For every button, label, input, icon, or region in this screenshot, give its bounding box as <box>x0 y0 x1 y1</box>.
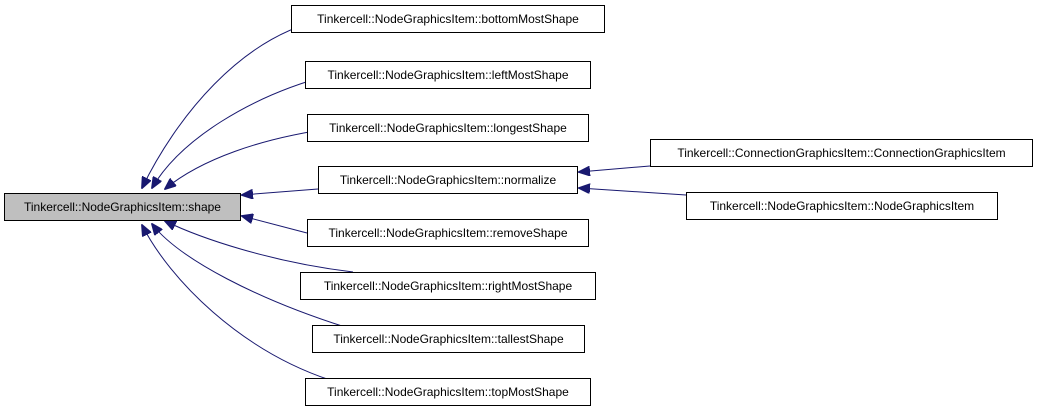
node-shape: Tinkercell::NodeGraphicsItem::shape <box>4 193 241 221</box>
edge-remove-shape-to-shape <box>242 216 308 234</box>
node-longest-shape[interactable]: Tinkercell::NodeGraphicsItem::longestSha… <box>307 114 589 142</box>
node-shape-label: Tinkercell::NodeGraphicsItem::shape <box>24 200 221 214</box>
node-bottom-most-shape[interactable]: Tinkercell::NodeGraphicsItem::bottomMost… <box>291 5 605 33</box>
node-top-most-shape[interactable]: Tinkercell::NodeGraphicsItem::topMostSha… <box>305 378 591 406</box>
edge-connection-ctor-to-normalize <box>579 165 651 172</box>
node-tallest-shape-label: Tinkercell::NodeGraphicsItem::tallestSha… <box>333 332 564 346</box>
node-node-graphics-item-ctor-label: Tinkercell::NodeGraphicsItem::NodeGraphi… <box>709 199 975 213</box>
node-longest-shape-label: Tinkercell::NodeGraphicsItem::longestSha… <box>329 121 567 135</box>
edge-normalize-to-shape <box>242 188 319 195</box>
edge-node-ctor-to-normalize <box>579 188 687 196</box>
node-left-most-shape[interactable]: Tinkercell::NodeGraphicsItem::leftMostSh… <box>305 61 591 89</box>
edge-tallest-shape-to-shape <box>152 224 346 328</box>
node-bottom-most-shape-label: Tinkercell::NodeGraphicsItem::bottomMost… <box>317 12 579 26</box>
node-connection-graphics-item-ctor-label: Tinkercell::ConnectionGraphicsItem::Conn… <box>677 146 1006 160</box>
node-left-most-shape-label: Tinkercell::NodeGraphicsItem::leftMostSh… <box>327 68 569 82</box>
node-top-most-shape-label: Tinkercell::NodeGraphicsItem::topMostSha… <box>327 385 569 399</box>
edge-right-most-shape-to-shape <box>165 221 354 273</box>
edge-left-most-shape-to-shape <box>152 74 331 188</box>
node-node-graphics-item-ctor[interactable]: Tinkercell::NodeGraphicsItem::NodeGraphi… <box>686 192 998 220</box>
node-right-most-shape-label: Tinkercell::NodeGraphicsItem::rightMostS… <box>323 279 573 293</box>
node-normalize[interactable]: Tinkercell::NodeGraphicsItem::normalize <box>318 166 578 194</box>
node-remove-shape-label: Tinkercell::NodeGraphicsItem::removeShap… <box>328 226 568 240</box>
node-remove-shape[interactable]: Tinkercell::NodeGraphicsItem::removeShap… <box>307 219 589 247</box>
node-normalize-label: Tinkercell::NodeGraphicsItem::normalize <box>339 173 557 187</box>
node-tallest-shape[interactable]: Tinkercell::NodeGraphicsItem::tallestSha… <box>312 325 585 353</box>
node-right-most-shape[interactable]: Tinkercell::NodeGraphicsItem::rightMostS… <box>300 272 596 300</box>
node-connection-graphics-item-ctor[interactable]: Tinkercell::ConnectionGraphicsItem::Conn… <box>650 139 1033 167</box>
edge-top-most-shape-to-shape <box>142 225 331 381</box>
edge-bottom-most-shape-to-shape <box>142 18 327 188</box>
